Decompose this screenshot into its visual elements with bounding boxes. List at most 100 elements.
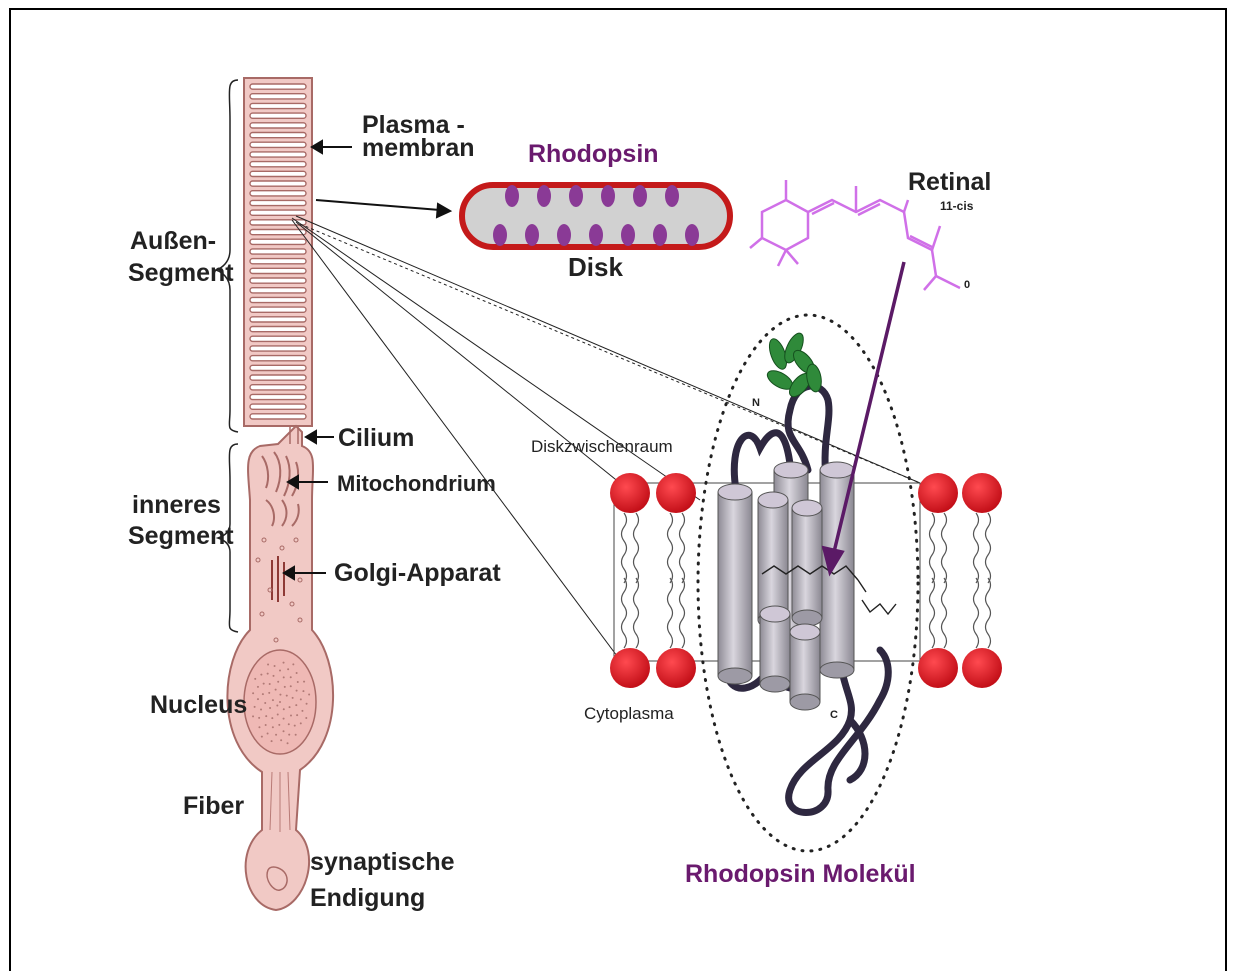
chromatin-dot <box>297 681 299 683</box>
lipid-tail <box>942 513 947 583</box>
helix-body <box>758 500 788 620</box>
lipid-tail <box>680 513 685 583</box>
membrane-disk <box>250 171 306 176</box>
chromatin-dot <box>254 706 256 708</box>
chromatin-dot <box>296 672 298 674</box>
lipid-head <box>656 473 696 513</box>
label-nucleus: Nucleus <box>150 691 247 719</box>
membrane-disk <box>250 365 306 370</box>
lipid-head <box>610 648 650 688</box>
helix-bottom <box>760 676 790 692</box>
helix-bottom <box>718 668 752 684</box>
lipid-tail <box>974 513 979 583</box>
membrane-disk <box>250 152 306 157</box>
rhodopsin-dot <box>569 185 583 207</box>
chromatin-dot <box>278 724 280 726</box>
label-cytoplasma: Cytoplasma <box>584 704 674 723</box>
chromatin-dot <box>288 723 290 725</box>
membrane-disk <box>250 181 306 186</box>
membrane-disk <box>250 356 306 361</box>
membrane-disk <box>250 414 306 419</box>
chromatin-dot <box>271 717 273 719</box>
chromatin-dot <box>287 668 289 670</box>
membrane-disk <box>250 327 306 332</box>
chromatin-dot <box>302 690 304 692</box>
lipid-tail <box>986 513 991 583</box>
chromatin-dot <box>286 695 288 697</box>
rhodopsin-dot <box>601 185 615 207</box>
helix-top <box>758 492 788 508</box>
chromatin-dot <box>279 669 281 671</box>
helix-body <box>760 614 790 684</box>
rhodopsin-dot <box>589 224 603 246</box>
helix-top <box>790 624 820 640</box>
chromatin-dot <box>260 674 262 676</box>
label-rhodopsin: Rhodopsin <box>528 140 659 168</box>
lipid-tail <box>622 513 627 583</box>
label-disk: Disk <box>568 252 623 282</box>
chromatin-dot <box>258 726 260 728</box>
label-plasma-line2: membran <box>362 134 475 162</box>
lipid-tail <box>668 513 673 583</box>
chromatin-dot <box>283 730 285 732</box>
chromatin-dot <box>296 690 298 692</box>
helix-top <box>792 500 822 516</box>
chromatin-dot <box>275 689 277 691</box>
chromatin-dot <box>290 676 292 678</box>
membrane-disk <box>250 307 306 312</box>
chromatin-dot <box>306 703 308 705</box>
chromatin-dot <box>260 708 262 710</box>
membrane-disk <box>250 230 306 235</box>
chromatin-dot <box>257 698 259 700</box>
chromatin-dot <box>257 686 259 688</box>
helix-top <box>774 462 808 478</box>
chromatin-dot <box>277 713 279 715</box>
chromatin-dot <box>267 733 269 735</box>
chromatin-dot <box>301 710 303 712</box>
chromatin-dot <box>269 683 271 685</box>
transmembrane-helices <box>718 462 854 710</box>
helix-bottom <box>790 694 820 710</box>
lipid-tail <box>680 578 685 648</box>
chromatin-dot <box>273 675 275 677</box>
chromatin-dot <box>267 673 269 675</box>
helix-top <box>718 484 752 500</box>
helix-top <box>760 606 790 622</box>
chromatin-dot <box>261 736 263 738</box>
helix-top <box>820 462 854 478</box>
rhodopsin-dot <box>621 224 635 246</box>
label-11-cis: 11-cis <box>940 199 974 213</box>
chromatin-dot <box>294 725 296 727</box>
chromatin-dot <box>279 701 281 703</box>
label-c-terminus: C <box>830 709 838 721</box>
label-fiber: Fiber <box>183 792 244 820</box>
chromatin-dot <box>264 702 266 704</box>
rhodopsin-dot <box>525 224 539 246</box>
membrane-disk <box>250 385 306 390</box>
chromatin-dot <box>283 662 285 664</box>
membrane-disk <box>250 200 306 205</box>
label-retinal: Retinal <box>908 168 991 196</box>
membrane-disk <box>250 336 306 341</box>
label-diskzwischenraum: Diskzwischenraum <box>531 437 673 456</box>
lipid-tail <box>668 578 673 648</box>
chromatin-dot <box>262 693 264 695</box>
label-inneres-line1: inneres <box>132 491 221 519</box>
rhodopsin-dot <box>665 185 679 207</box>
membrane-disk <box>250 84 306 89</box>
disk-stack <box>250 84 306 419</box>
label-mitochondrium: Mitochondrium <box>337 471 496 496</box>
lipid-head <box>962 473 1002 513</box>
label-n-terminus: N <box>752 397 760 409</box>
lipid-head <box>962 648 1002 688</box>
helix-bottom <box>820 662 854 678</box>
chromatin-dot <box>268 692 270 694</box>
membrane-disk <box>250 239 306 244</box>
membrane-disk <box>250 210 306 215</box>
membrane-disk <box>250 133 306 138</box>
chromatin-dot <box>279 694 281 696</box>
lipid-tail <box>622 578 627 648</box>
chromatin-dot <box>290 685 292 687</box>
label-aussen-line2: Segment <box>128 259 234 287</box>
